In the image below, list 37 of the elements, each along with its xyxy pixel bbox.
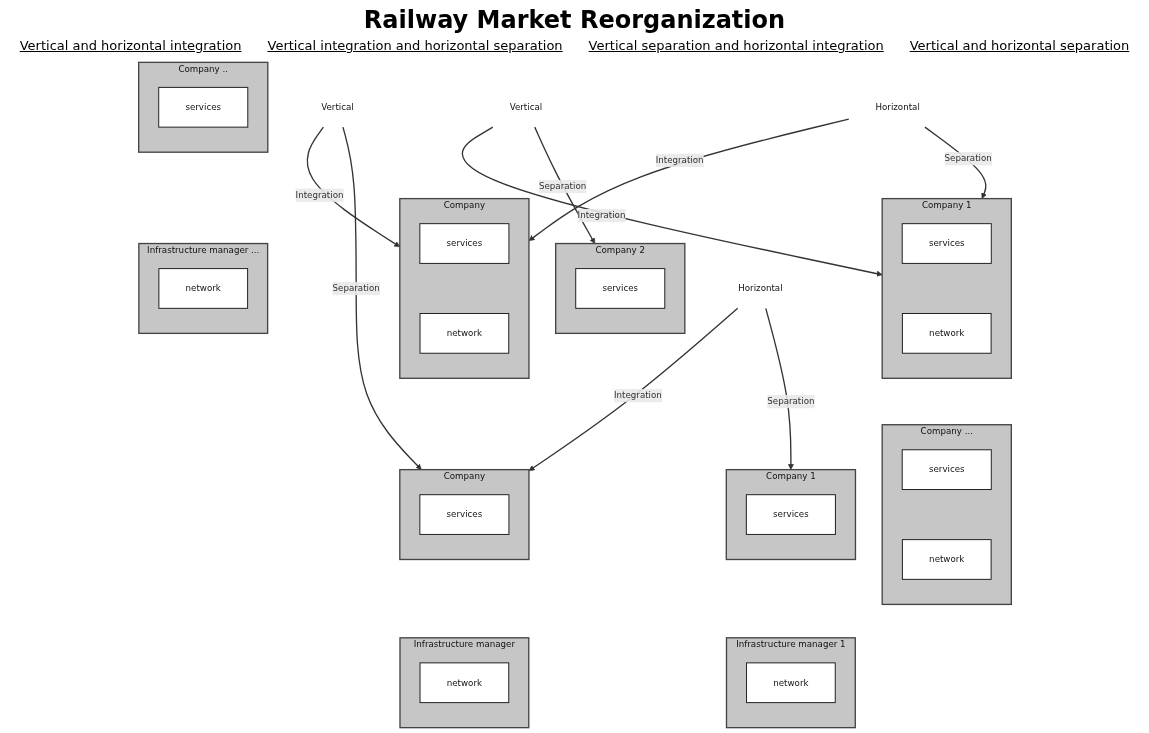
edge-label: Integration [295,189,343,200]
arrow [306,126,400,248]
node-text: Vertical [320,102,354,113]
node-box: services [418,494,509,535]
quadrant-caption: Vertical and horizontal integration [19,38,242,53]
node-box: network [901,313,992,354]
arrow [528,118,849,241]
arrow [528,307,738,472]
node-text: Horizontal [874,102,920,113]
node-box: network [901,539,992,580]
arrow [341,126,422,470]
node-box: network [157,268,248,309]
node-box: services [418,223,509,264]
edge-label: Separation [538,181,586,192]
quadrant-caption: Vertical and horizontal separation [909,38,1130,53]
diagram-title: Railway Market Reorganization [363,6,786,34]
node-text: Horizontal [737,283,783,294]
edge-label: Separation [944,153,992,164]
arrow [533,126,595,244]
edge-label: Integration [655,155,704,166]
quadrant-caption: Vertical separation and horizontal integration [588,38,884,53]
edge-label: Integration [613,390,662,401]
edge-label: Separation [766,396,814,407]
edge-label: Separation [332,283,380,294]
node-box: services [157,86,248,128]
node-box: network [419,662,509,704]
quadrant-caption: Vertical integration and horizontal separation [267,38,563,53]
arrow [461,126,882,277]
edge-label: Integration [577,210,625,221]
arrow [764,307,794,470]
node-text: Vertical [509,102,542,113]
node-box: services [901,223,992,264]
node-box: services [901,449,992,490]
node-box: network [419,313,509,354]
node-box: services [574,268,665,309]
node-box: network [745,662,836,704]
node-box: services [745,494,836,535]
